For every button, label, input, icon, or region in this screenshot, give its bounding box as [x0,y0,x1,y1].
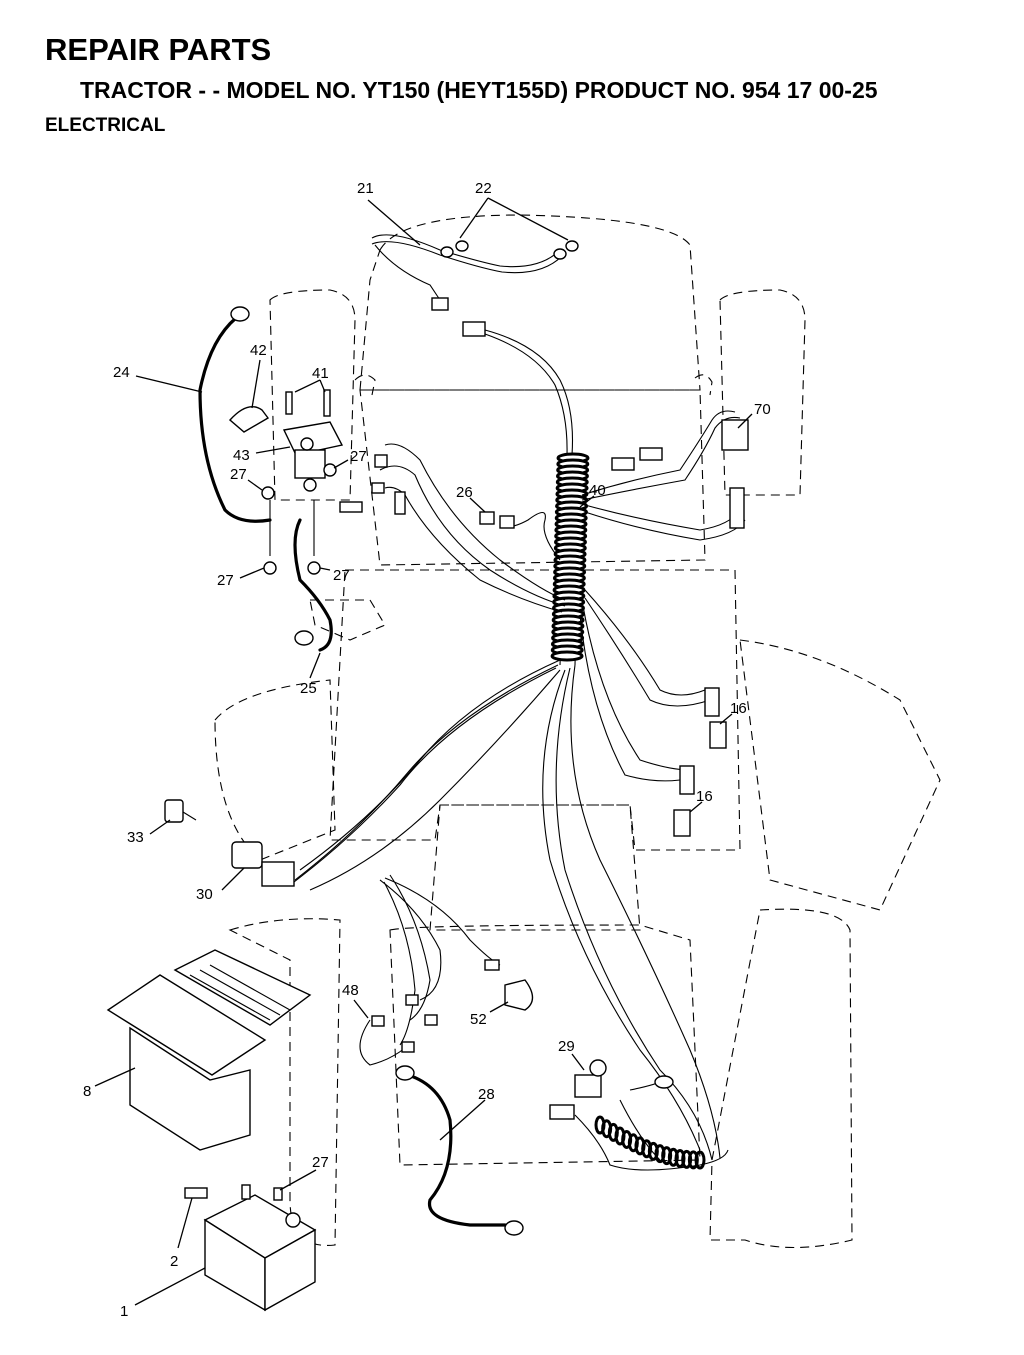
callout-42: 42 [250,342,267,359]
callout-26: 26 [456,484,473,501]
cable-28 [395,1065,524,1236]
connector-icon [371,482,385,494]
callout-27: 27 [350,448,367,465]
leader-lines [94,197,753,1306]
ring-terminal-icon [230,306,250,322]
seat-switch-icon [574,1074,602,1098]
callout-27: 27 [230,466,247,483]
connector-icon [729,487,745,529]
ring-terminal-icon [504,1220,524,1236]
callout-48: 48 [342,982,359,999]
callout-41: 41 [312,365,329,382]
battery-box [106,949,312,1151]
callout-27: 27 [217,572,234,589]
starter-solenoid [198,306,344,652]
callout-28: 28 [478,1086,495,1103]
callout-1: 1 [120,1303,128,1320]
connector-icon [339,501,363,513]
headlight-harness [371,234,579,456]
headlight-bulb-icon [440,246,454,258]
connector-icon [704,687,720,717]
connector-icon [261,861,295,887]
connector-icon [374,454,388,468]
ignition-switch-icon [231,841,263,869]
callout-27: 27 [333,567,350,584]
connector-icon [679,765,695,795]
connector-icon [394,491,406,515]
callout-70: 70 [754,401,771,418]
connector-icon [721,419,749,451]
page-title: REPAIR PARTS [45,32,272,67]
right-connectors [339,419,749,837]
callout-43: 43 [233,447,250,464]
battery [184,1184,317,1312]
callout-16: 16 [696,788,713,805]
connector-icon [639,447,663,461]
callout-52: 52 [470,1011,487,1028]
seat-switch [549,1059,729,1171]
bolt-icon [184,1187,208,1199]
ignition-parts [164,799,295,887]
callout-2: 2 [170,1253,178,1270]
callout-24: 24 [113,364,130,381]
callout-30: 30 [196,886,213,903]
terminal-boot [228,406,270,433]
rear-harness-ends [359,959,534,1066]
ring-terminal-icon [395,1065,415,1081]
headlight-bulb-icon [565,240,579,252]
callout-22: 22 [475,180,492,197]
section-heading: ELECTRICAL [45,115,166,136]
callout-8: 8 [83,1083,91,1100]
callout-29: 29 [558,1038,575,1055]
connector-icon [549,1104,575,1120]
headlight-bulb-icon [455,240,469,252]
bulb-socket-icon [504,979,534,1011]
cable-25 [293,518,333,652]
seat-coil-ring [694,1150,706,1170]
headlight-bulb-icon [553,248,567,260]
connector-icon [611,457,635,471]
loom-coil-ring [550,650,584,662]
connector-icon [499,515,515,529]
callout-40: 40 [589,482,606,499]
harness-branches [289,410,746,1161]
connector-icon [462,321,486,337]
callout-21: 21 [357,180,374,197]
callout-27: 27 [312,1154,329,1171]
callout-labels: 21 22 42 41 24 70 43 27 27 26 40 27 27 2… [83,180,771,1320]
cable-24 [198,316,272,523]
ring-terminal-icon [294,630,314,646]
nut-icon [241,1184,251,1200]
callout-25: 25 [300,680,317,697]
callout-33: 33 [127,829,144,846]
callout-16: 16 [730,700,747,717]
model-subtitle: TRACTOR - - MODEL NO. YT150 (HEYT155D) P… [80,77,878,103]
connector-icon [709,721,727,749]
connector-icon [431,297,449,311]
connector-icon [479,511,495,525]
nut-icon [273,1187,283,1201]
ignition-key-icon [164,799,184,823]
connector-icon [673,809,691,837]
